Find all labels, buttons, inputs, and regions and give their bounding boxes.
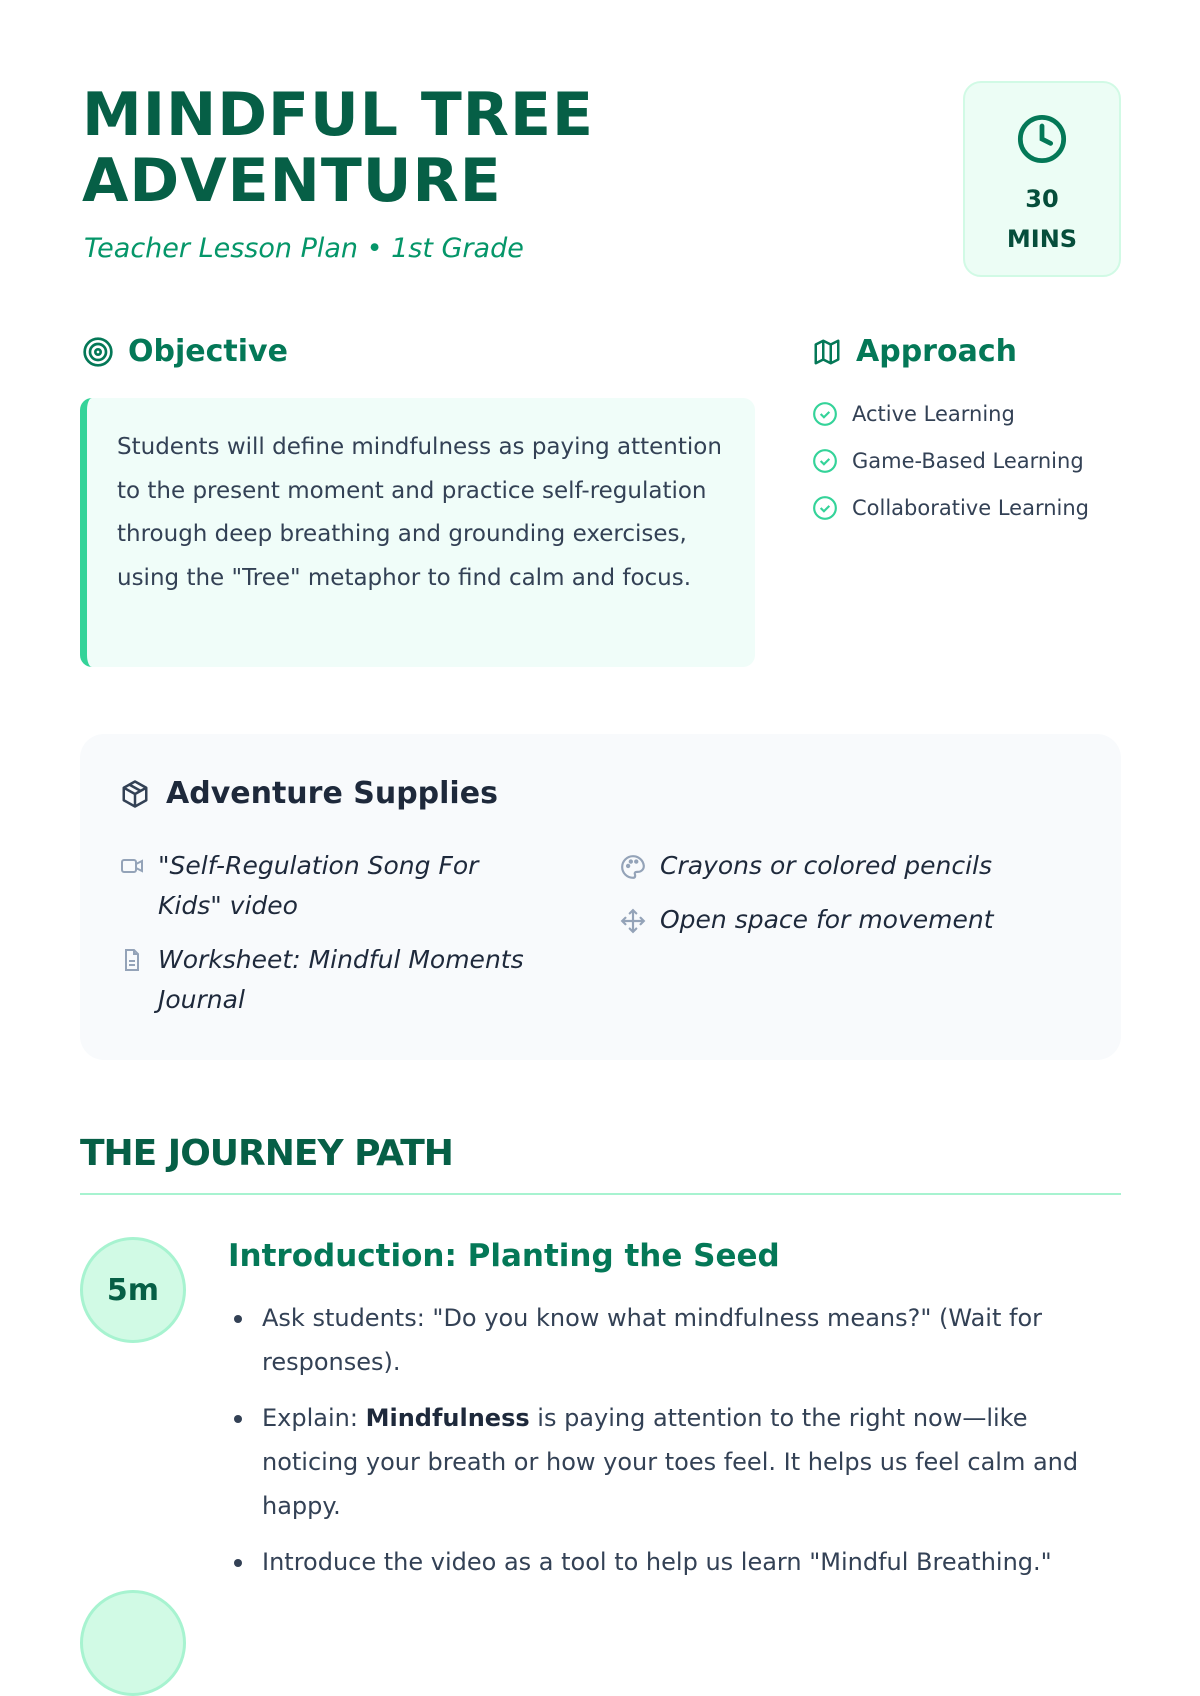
objective-text: Students will define mindfulness as payi… [80, 398, 755, 667]
approach-item: Game-Based Learning [812, 437, 1089, 484]
map-icon [814, 339, 840, 364]
subtitle: Teacher Lesson Plan • 1st Grade [84, 233, 524, 264]
check-circle-icon [813, 401, 837, 426]
next-step-badge [80, 1590, 186, 1696]
approach-item: Active Learning [812, 390, 1089, 437]
step-bullet: Introduce the video as a tool to help us… [230, 1540, 1120, 1584]
supply-item: Crayons or colored pencils [620, 846, 1100, 886]
approach-list: Active Learning Game-Based Learning Coll… [812, 390, 1089, 531]
document-icon [125, 949, 139, 971]
duration-badge: 30 MINS [963, 81, 1121, 277]
video-icon [121, 859, 143, 873]
divider [80, 1193, 1121, 1195]
clock-icon [1017, 114, 1067, 164]
duration-value: 30 [1025, 185, 1059, 213]
duration-unit: MINS [1006, 225, 1078, 253]
journey-heading: THE JOURNEY PATH [80, 1133, 454, 1174]
step-bullet: Explain: Mindfulness is paying attention… [230, 1396, 1120, 1528]
step-bullets: Ask students: "Do you know what mindfuln… [230, 1296, 1120, 1596]
check-circle-icon [813, 495, 837, 520]
package-icon [122, 779, 148, 808]
supply-item: Worksheet: Mindful Moments Journal [120, 940, 540, 1020]
step-time-badge: 5m [80, 1237, 186, 1343]
palette-icon [621, 855, 645, 879]
target-icon [83, 336, 113, 367]
supplies-card: Adventure Supplies "Self-Regulation Song… [80, 734, 1121, 1060]
supply-item: "Self-Regulation Song For Kids" video [120, 846, 540, 926]
approach-heading: Approach [812, 334, 1017, 369]
supplies-heading: Adventure Supplies [120, 776, 498, 811]
objective-heading: Objective [82, 334, 288, 369]
supply-item: Open space for movement [620, 900, 1100, 940]
check-circle-icon [813, 448, 837, 473]
move-icon [620, 908, 646, 934]
step-bullet: Ask students: "Do you know what mindfuln… [230, 1296, 1120, 1384]
approach-item: Collaborative Learning [812, 484, 1089, 531]
step-title: Introduction: Planting the Seed [228, 1238, 780, 1274]
